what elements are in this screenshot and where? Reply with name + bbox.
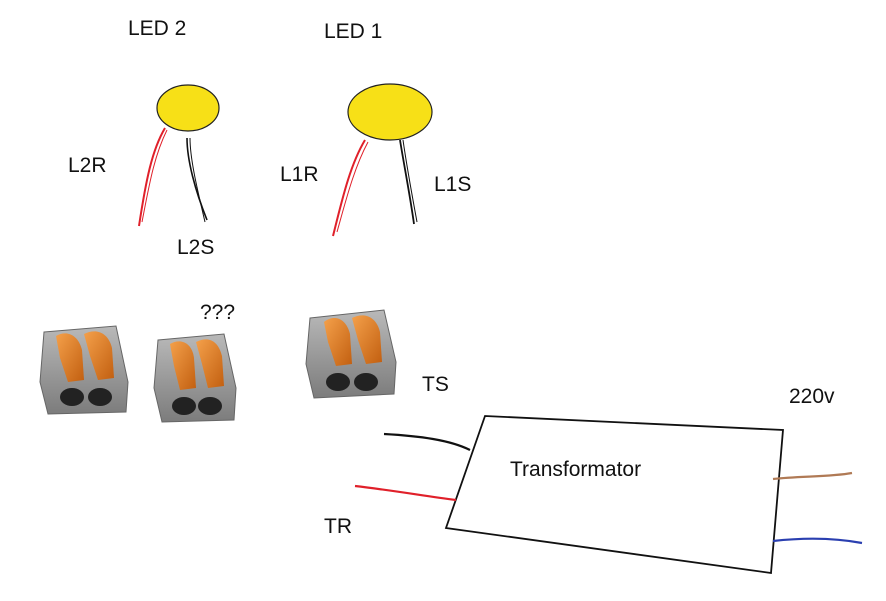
transformer-label: Transformator (510, 458, 642, 481)
blue-wire (772, 537, 863, 545)
led-1-bulb (347, 83, 433, 141)
led-2-black-lead (186, 137, 208, 221)
led-2 (138, 84, 220, 227)
black-wire-ts (383, 432, 471, 451)
input-voltage-label: 220v (789, 385, 835, 408)
connector-question-label: ??? (200, 301, 236, 324)
wago-connector-1 (39, 325, 129, 415)
led-1 (332, 83, 433, 237)
led-1-black-lead-label: L1S (434, 173, 472, 196)
red-wire-tr (354, 484, 457, 502)
wago-connector-3 (305, 309, 397, 399)
led-2-red-lead-label: L2R (68, 154, 107, 177)
led-1-red-lead (332, 139, 366, 237)
led-2-bulb (156, 84, 220, 132)
tr-wire-label: TR (324, 515, 352, 538)
led-1-black-lead (399, 139, 415, 225)
led-2-label: LED 2 (128, 17, 187, 40)
ts-wire-label: TS (422, 373, 449, 396)
led-1-red-lead-label: L1R (280, 163, 319, 186)
wago-connector-2 (153, 333, 237, 423)
led-1-label: LED 1 (324, 20, 383, 43)
transformer-box (444, 415, 784, 575)
led-2-red-lead (138, 127, 166, 227)
transformer (354, 415, 863, 575)
led-2-black-lead-label: L2S (177, 236, 215, 259)
brown-wire (772, 471, 853, 481)
